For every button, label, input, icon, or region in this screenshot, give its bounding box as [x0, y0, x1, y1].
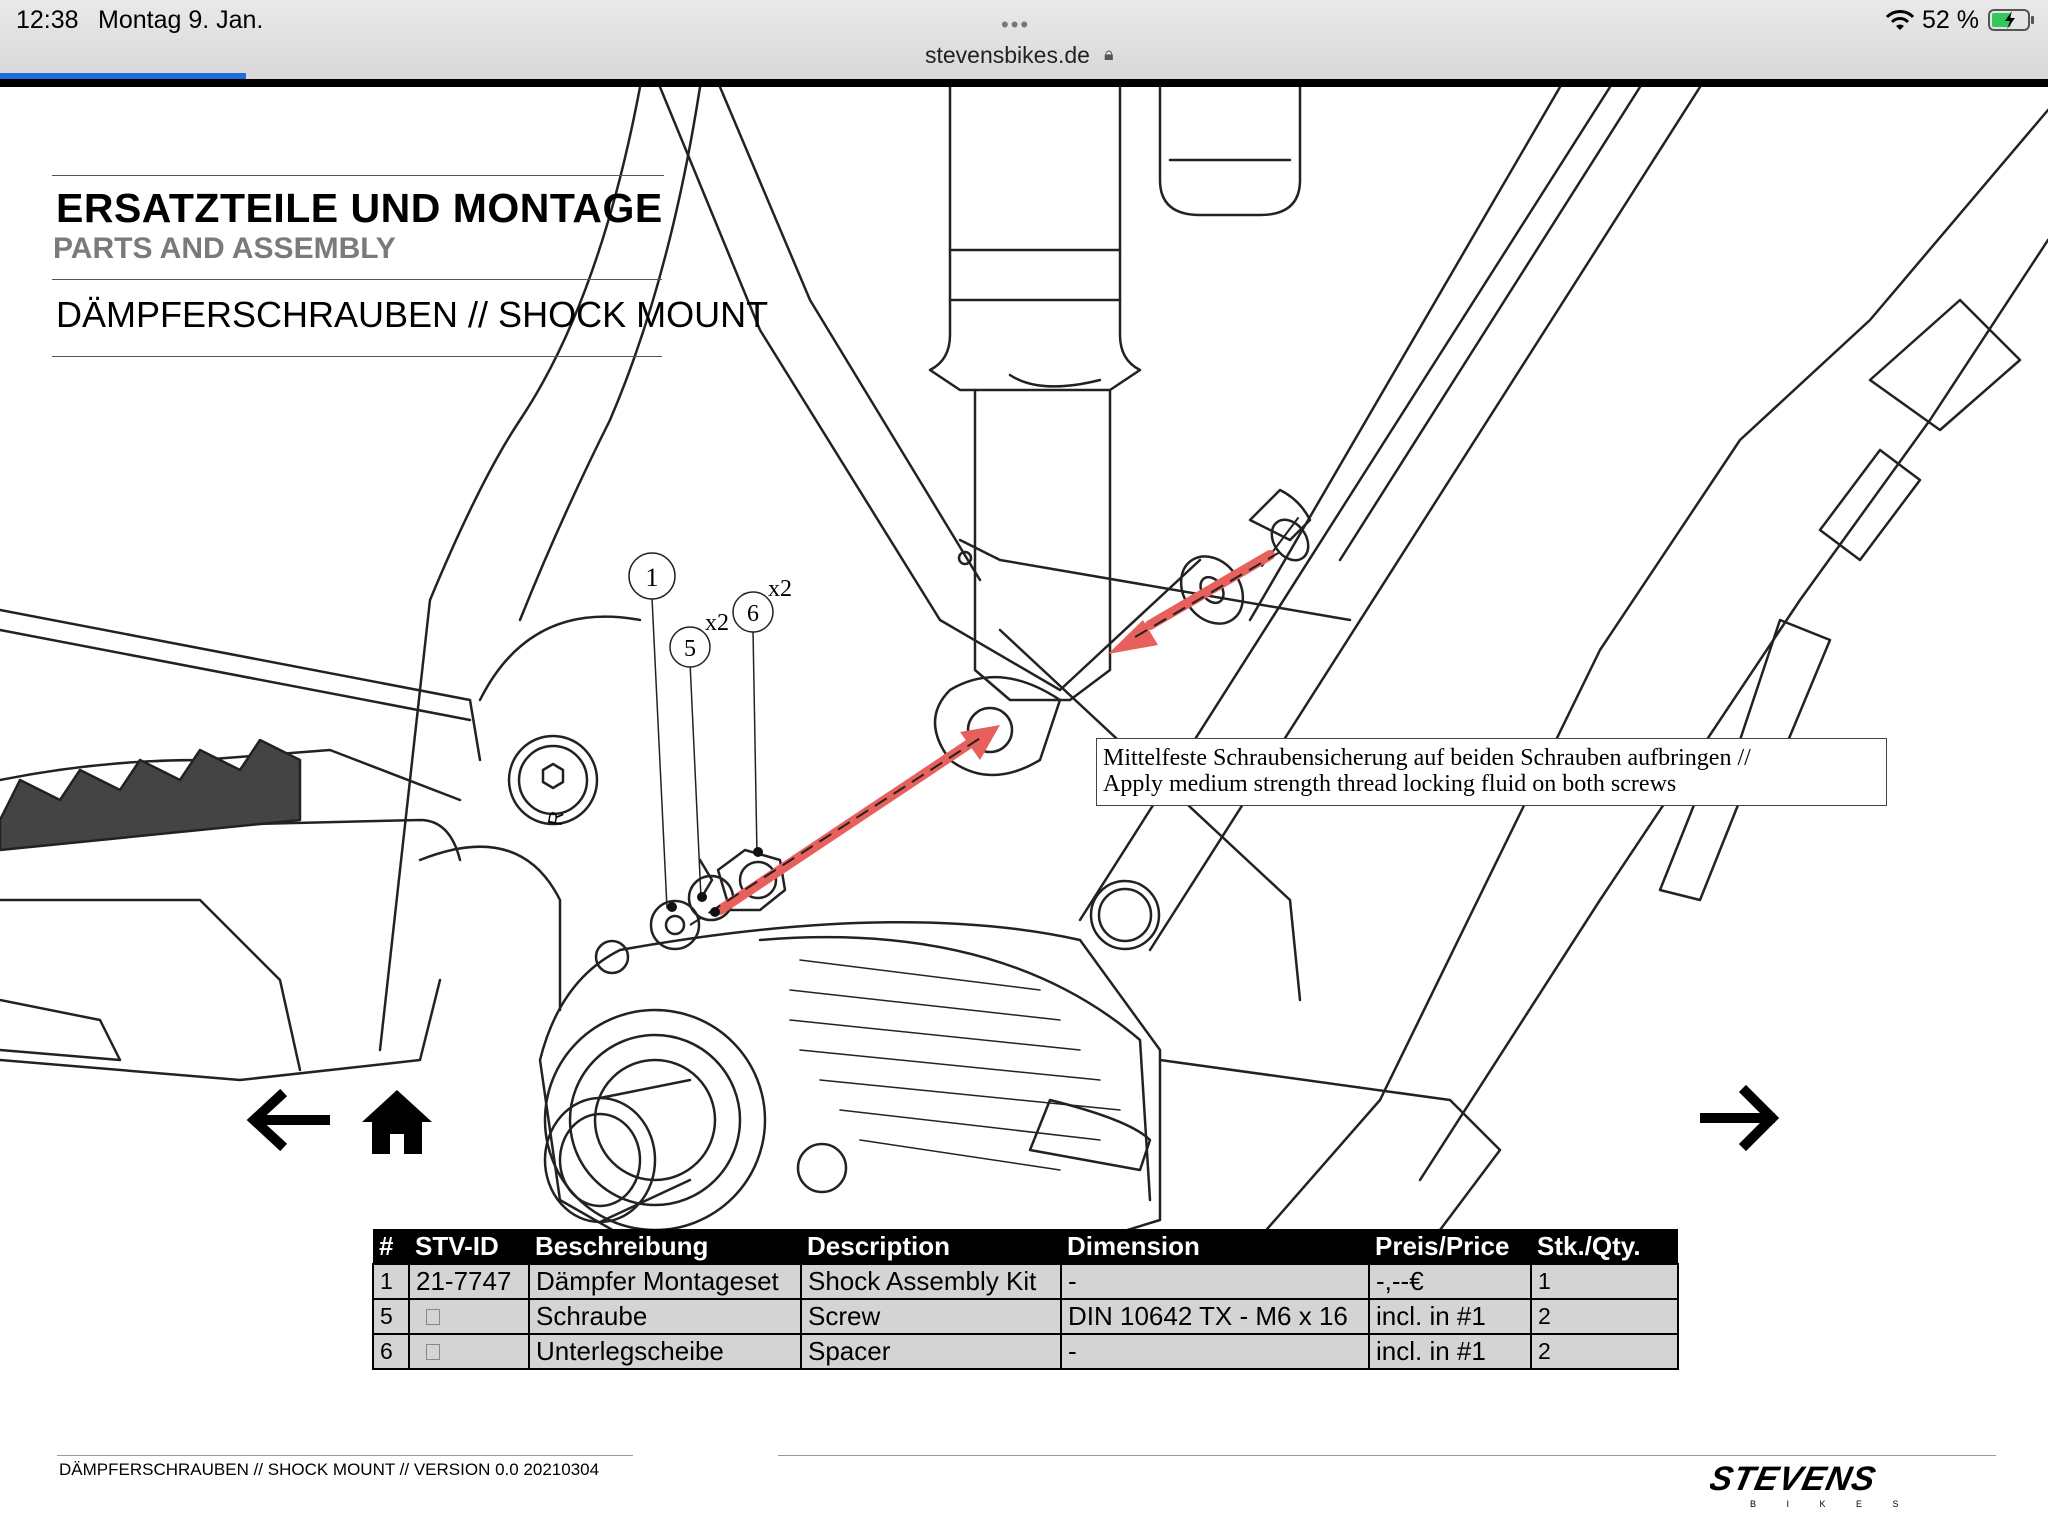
- page-subtitle: DÄMPFERSCHRAUBEN // SHOCK MOUNT: [56, 294, 769, 335]
- footer-version: DÄMPFERSCHRAUBEN // SHOCK MOUNT // VERSI…: [59, 1460, 600, 1479]
- cell-price: -,--€: [1368, 1263, 1532, 1300]
- title-top-rule: [52, 175, 664, 176]
- col-number: #: [373, 1229, 409, 1264]
- page-load-progress: [0, 73, 246, 79]
- battery-charging-icon: [1988, 9, 2034, 31]
- svg-text:5: 5: [684, 636, 696, 662]
- footer-rule-right: [778, 1455, 1996, 1456]
- cell-dimension: DIN 10642 TX - M6 x 16: [1060, 1298, 1370, 1335]
- arrow-left-icon[interactable]: [244, 1088, 330, 1152]
- missing-glyph-box: [426, 1309, 440, 1325]
- cell-price: incl. in #1: [1368, 1333, 1532, 1370]
- svg-text:x2: x2: [705, 610, 729, 636]
- multitasking-dots[interactable]: •••: [1001, 12, 1031, 37]
- cell-stv-id: [408, 1333, 530, 1370]
- col-beschreibung: Beschreibung: [529, 1229, 801, 1264]
- cell-number: 5: [372, 1298, 410, 1335]
- document-top-border: [0, 79, 2048, 87]
- cell-description: Spacer: [800, 1333, 1062, 1370]
- svg-text:STEVENS: STEVENS: [1710, 1460, 1880, 1498]
- home-icon[interactable]: [360, 1088, 434, 1156]
- cell-stv-id: [408, 1298, 530, 1335]
- frame-side-marking: R: [544, 809, 568, 827]
- col-qty: Stk./Qty.: [1531, 1229, 1678, 1264]
- callout-5: 5 x2: [669, 610, 729, 668]
- callout-1: 1: [628, 552, 676, 600]
- battery-percent: 52 %: [1922, 6, 1979, 34]
- title-middle-rule: [52, 279, 662, 280]
- cell-beschreibung: Unterlegscheibe: [528, 1333, 802, 1370]
- arrow-right-icon[interactable]: [1700, 1084, 1782, 1152]
- cell-price: incl. in #1: [1368, 1298, 1532, 1335]
- parts-table: # STV-ID Beschreibung Description Dimens…: [372, 1229, 1679, 1370]
- col-stv-id: STV-ID: [409, 1229, 529, 1264]
- cell-description: Shock Assembly Kit: [800, 1263, 1062, 1300]
- cell-stv-id: 21-7747: [408, 1263, 530, 1300]
- stevens-bikes-logo: STEVENS B I K E S: [1710, 1460, 1913, 1509]
- cell-number: 1: [372, 1263, 410, 1300]
- svg-text:1: 1: [646, 563, 659, 592]
- cell-number: 6: [372, 1333, 410, 1370]
- note-line-en: Apply medium strength thread locking flu…: [1103, 771, 1677, 797]
- clock: 12:38: [16, 6, 79, 34]
- page-title: ERSATZTEILE UND MONTAGE: [56, 185, 663, 231]
- wifi-icon: [1885, 10, 1915, 30]
- shock-mount-drawing: 1 5 x2 6 x2 R: [0, 87, 2048, 1342]
- footer-rule-left: [57, 1455, 633, 1456]
- table-row: 1 21-7747 Dämpfer Montageset Shock Assem…: [372, 1263, 1679, 1300]
- missing-glyph-box: [426, 1344, 440, 1360]
- callout-6: 6 x2: [732, 576, 792, 633]
- cell-qty: 2: [1530, 1333, 1679, 1370]
- cell-qty: 1: [1530, 1263, 1679, 1300]
- cell-dimension: -: [1060, 1333, 1370, 1370]
- col-price: Preis/Price: [1369, 1229, 1531, 1264]
- cell-beschreibung: Dämpfer Montageset: [528, 1263, 802, 1300]
- table-header-row: # STV-ID Beschreibung Description Dimens…: [373, 1229, 1678, 1264]
- col-dimension: Dimension: [1061, 1229, 1369, 1264]
- page-title-english: PARTS AND ASSEMBLY: [53, 232, 396, 265]
- cell-beschreibung: Schraube: [528, 1298, 802, 1335]
- threadlock-note: Mittelfeste Schraubensicherung auf beide…: [1096, 738, 1887, 806]
- title-bottom-rule: [52, 356, 662, 357]
- lock-icon: 🔒︎: [1104, 44, 1114, 64]
- table-row: 5 Schraube Screw DIN 10642 TX - M6 x 16 …: [372, 1298, 1679, 1335]
- ios-status-bar: 12:38 Montag 9. Jan. ••• stevensbikes.de…: [0, 0, 2048, 80]
- svg-text:B I K E S: B I K E S: [1750, 1499, 1913, 1509]
- svg-text:x2: x2: [768, 576, 792, 602]
- date: Montag 9. Jan.: [98, 6, 264, 34]
- col-description: Description: [801, 1229, 1061, 1264]
- table-row: 6 Unterlegscheibe Spacer - incl. in #1 2: [372, 1333, 1679, 1370]
- url-label[interactable]: stevensbikes.de: [925, 42, 1090, 68]
- note-line-de: Mittelfeste Schraubensicherung auf beide…: [1103, 745, 1751, 771]
- cell-qty: 2: [1530, 1298, 1679, 1335]
- cell-description: Screw: [800, 1298, 1062, 1335]
- cell-dimension: -: [1060, 1263, 1370, 1300]
- svg-text:6: 6: [747, 601, 759, 627]
